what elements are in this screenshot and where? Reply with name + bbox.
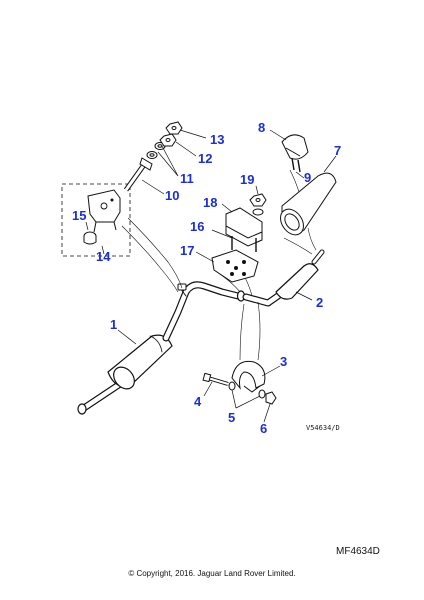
clamp-bracket-group [211, 207, 263, 283]
tail-trim-group [280, 134, 337, 236]
callout-9: 9 [304, 170, 311, 185]
drawing-reference-code: V54634/D [306, 424, 340, 432]
callout-17: 17 [180, 243, 194, 258]
callout-5: 5 [228, 410, 235, 425]
callout-leaders [85, 129, 337, 423]
callout-14: 14 [96, 249, 111, 264]
hanger-bracket-group [61, 183, 131, 257]
copyright-notice: © Copyright, 2016. Jaguar Land Rover Lim… [128, 569, 296, 578]
callout-12: 12 [198, 151, 212, 166]
figure-code: MF4634D [336, 546, 380, 557]
nut-19-part [249, 193, 267, 216]
callout-7: 7 [334, 143, 341, 158]
pipe-clamp-group [202, 360, 277, 405]
callout-numbers: 1 2 3 4 5 6 7 8 9 10 11 12 13 14 15 16 1… [72, 120, 341, 436]
callout-1: 1 [110, 317, 117, 332]
callout-2: 2 [316, 295, 323, 310]
callout-16: 16 [190, 219, 204, 234]
callout-18: 18 [203, 195, 217, 210]
fastener-stack [123, 121, 183, 192]
callout-19: 19 [240, 172, 254, 187]
callout-13: 13 [210, 132, 224, 147]
callout-4: 4 [194, 394, 202, 409]
callout-3: 3 [280, 354, 287, 369]
callout-11: 11 [180, 171, 194, 186]
callout-10: 10 [165, 188, 179, 203]
callout-6: 6 [260, 421, 267, 436]
callout-8: 8 [258, 120, 265, 135]
callout-15: 15 [72, 208, 86, 223]
exhaust-pipe-assembly [77, 249, 325, 415]
